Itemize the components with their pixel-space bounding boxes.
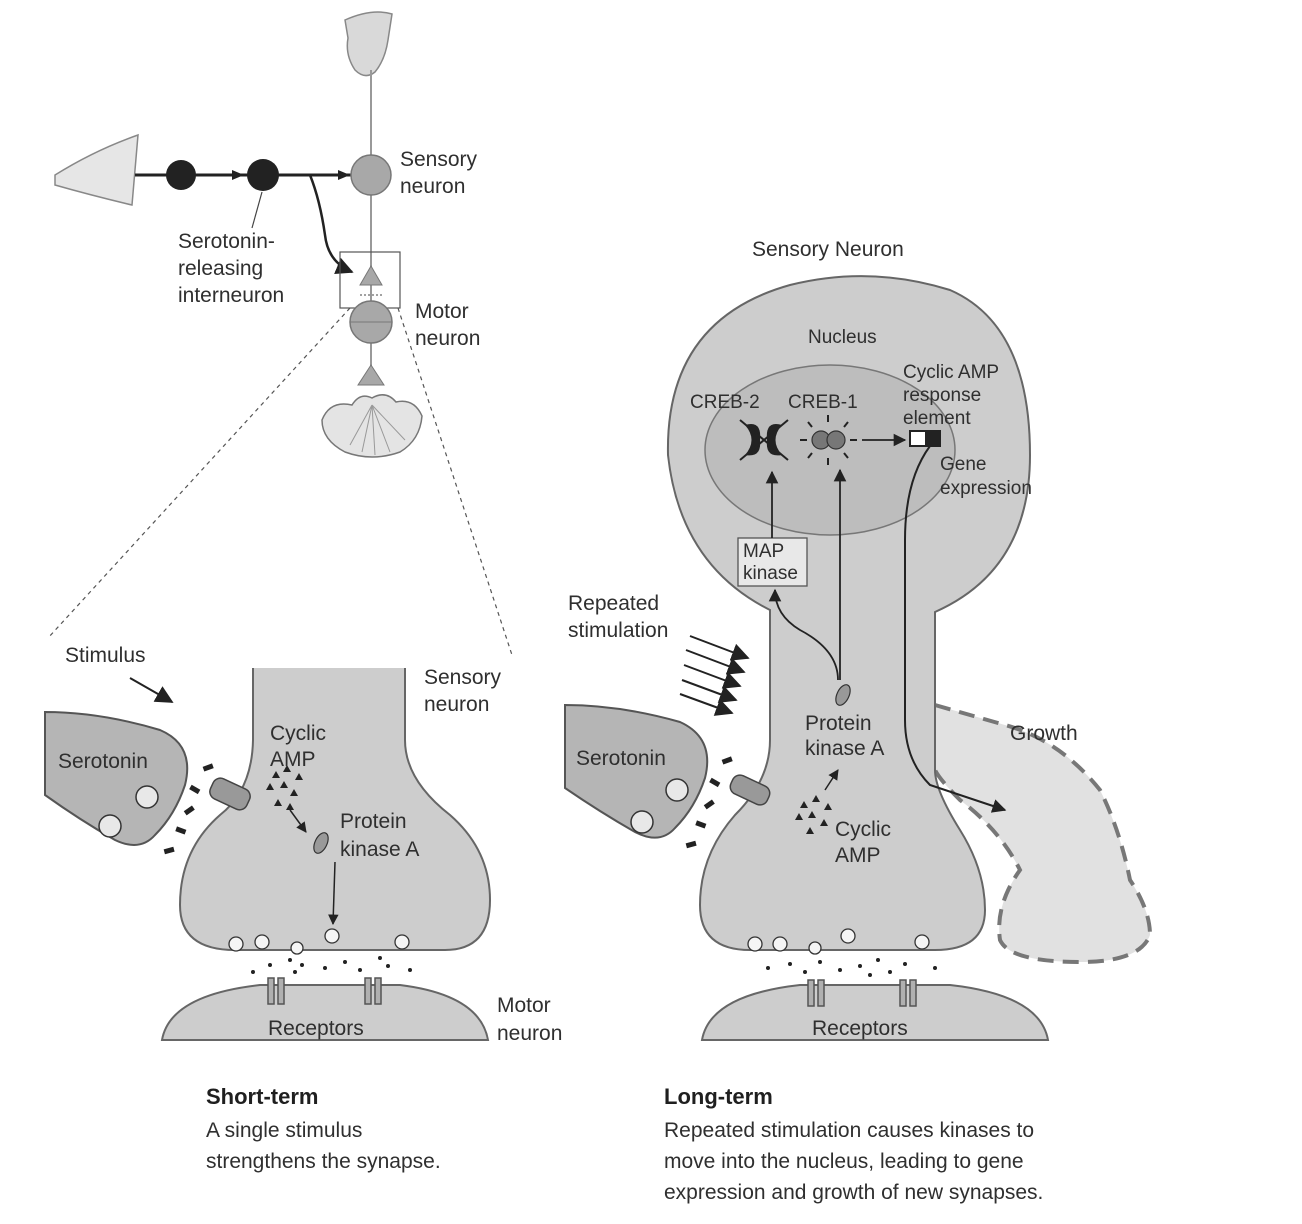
short-stimulus-arrow xyxy=(129,677,174,703)
long-term-caption-body: Repeated stimulation causes kinases to m… xyxy=(664,1115,1043,1208)
interneuron-terminal xyxy=(338,170,350,180)
long-term-caption-title: Long-term xyxy=(664,1084,773,1109)
short-serotonin-terminal xyxy=(44,710,189,846)
tail-sensory-cell xyxy=(166,160,196,190)
interneuron-projection xyxy=(308,174,354,275)
cre-element xyxy=(909,430,941,447)
creb1-molecule xyxy=(800,415,857,465)
long-nucleus xyxy=(704,364,956,536)
long-vesicles xyxy=(747,928,930,955)
long-title-label: Sensory Neuron xyxy=(752,238,904,261)
short-motor-neuron xyxy=(160,984,490,1041)
long-term-caption-line: Repeated stimulation causes kinases to xyxy=(664,1119,1035,1142)
synapse-terminal xyxy=(232,170,244,180)
sensory-terminal xyxy=(359,265,383,286)
map-kinase-box xyxy=(737,537,808,587)
short-serotonin-vesicles xyxy=(98,785,159,838)
siphon-illustration xyxy=(344,11,393,77)
short-receptors-label: Receptors xyxy=(268,1017,364,1040)
short-term-caption-body: A single stimulus strengthens the synaps… xyxy=(206,1115,441,1177)
repeated-stimulation-arrows xyxy=(679,635,750,716)
long-receptors-label: Receptors xyxy=(812,1017,908,1040)
gene-expression-path xyxy=(904,445,1007,813)
pka-to-map-arrow xyxy=(768,588,839,681)
growth-label: Growth xyxy=(1010,722,1078,745)
short-stimulus-label: Stimulus xyxy=(65,644,146,667)
long-serotonin-terminal xyxy=(564,703,709,839)
long-camp-molecules xyxy=(795,795,832,834)
long-motor-neuron xyxy=(700,984,1050,1041)
gill-lines xyxy=(349,404,406,456)
short-pka-arrow xyxy=(328,861,339,926)
creb2-label: CREB-2 xyxy=(690,392,760,413)
short-receptors xyxy=(267,977,382,1005)
long-term-caption-line: move into the nucleus, leading to gene xyxy=(664,1150,1024,1173)
short-sensory-terminal xyxy=(178,668,492,951)
tail-illustration xyxy=(54,133,139,206)
creb1-label: CREB-1 xyxy=(788,392,858,413)
zoom-line-right xyxy=(397,307,513,656)
short-serotonin-label: Serotonin xyxy=(58,750,148,773)
motor-terminal xyxy=(357,364,385,386)
long-camp-arrow xyxy=(824,769,839,791)
long-term-panel: Sensory Neuron Nucleus CREB-2 CREB-1 Cyc… xyxy=(564,238,1153,1041)
sensory-neuron-soma xyxy=(350,154,392,196)
long-growth-branch xyxy=(933,703,1153,965)
short-vesicles xyxy=(228,928,410,955)
long-serotonin-label: Serotonin xyxy=(576,747,666,770)
short-transmitter-dots xyxy=(251,956,412,974)
short-serotonin-receptor xyxy=(209,777,251,811)
creb2-molecule xyxy=(739,419,789,461)
interneuron-cell xyxy=(247,159,279,191)
long-nucleus-label: Nucleus xyxy=(808,327,877,348)
gill-illustration xyxy=(321,394,423,458)
long-pka xyxy=(835,684,851,706)
long-receptors xyxy=(807,979,917,1007)
short-term-caption-line: strengthens the synapse. xyxy=(206,1150,441,1173)
short-term-caption-line: A single stimulus xyxy=(206,1119,363,1142)
long-serotonin-receptor xyxy=(729,774,771,806)
long-serotonin-vesicles xyxy=(630,778,689,834)
short-camp-molecules xyxy=(266,765,303,810)
zoom-line-left xyxy=(47,307,351,639)
short-camp-arrow xyxy=(289,809,307,833)
short-pka xyxy=(313,832,329,854)
short-term-caption-title: Short-term xyxy=(206,1084,319,1109)
long-transmitter-dots xyxy=(766,958,937,977)
short-serotonin-molecules xyxy=(163,763,214,855)
interneuron-leader-line xyxy=(251,191,263,229)
long-term-caption-line: expression and growth of new synapses. xyxy=(664,1181,1044,1204)
